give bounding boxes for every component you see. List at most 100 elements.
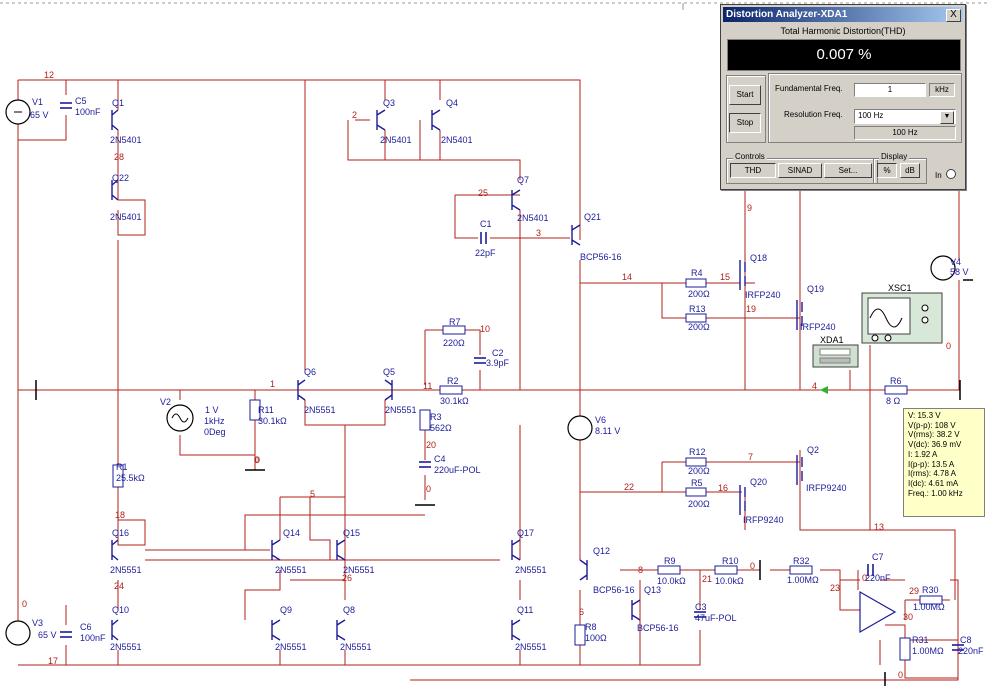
v3-value: 65 V (38, 630, 57, 640)
net-label: 0 (946, 341, 951, 351)
q11-model: 2N5551 (515, 642, 547, 652)
r10-name: R10 (722, 556, 739, 566)
net-label: 9 (747, 203, 752, 213)
c7-name: C7 (872, 552, 884, 562)
r9-name: R9 (664, 556, 676, 566)
percent-display-button[interactable]: % (877, 163, 897, 178)
net-label: 0 (22, 599, 27, 609)
distortion-analyzer-window[interactable]: Distortion Analyzer-XDA1 X Total Harmoni… (720, 4, 966, 190)
v4-source-symbol[interactable] (930, 255, 956, 281)
resolution-freq-value: 100 Hz (858, 111, 884, 120)
net-label: 0 (898, 670, 903, 680)
r7-body[interactable] (442, 325, 466, 335)
net-label: 12 (44, 70, 54, 80)
r1-body[interactable] (112, 464, 124, 488)
r6-body[interactable] (884, 385, 908, 395)
r30-body[interactable] (919, 595, 943, 605)
distortion-analyzer-xda1-icon[interactable] (812, 344, 859, 368)
q5-model: 2N5551 (385, 405, 417, 415)
net-label: 4 (812, 381, 817, 391)
q19-name: Q19 (807, 284, 824, 294)
r12-value: 200Ω (688, 466, 710, 476)
r9-value: 10.0kΩ (657, 576, 686, 586)
fundamental-freq-input[interactable]: 1 (854, 83, 926, 97)
oscilloscope-xsc1[interactable] (861, 292, 943, 344)
q1-model: 2N5401 (110, 135, 142, 145)
run-group (726, 75, 766, 143)
chevron-down-icon[interactable]: ▼ (940, 111, 954, 124)
c2-value: 3.9pF (486, 358, 510, 368)
q7-model: 2N5401 (517, 213, 549, 223)
window-title-bar[interactable]: Distortion Analyzer-XDA1 (723, 7, 963, 22)
c8-name: C8 (960, 635, 972, 645)
xda1-name: XDA1 (820, 335, 844, 345)
probe-line: I: 1.92 A (908, 449, 938, 459)
opamp-symbol[interactable] (859, 590, 897, 634)
transistors (111, 109, 803, 641)
net-label: 24 (114, 581, 124, 591)
net-label: 5 (310, 489, 315, 499)
r11-body[interactable] (249, 399, 261, 421)
r31-body[interactable] (899, 637, 911, 661)
q9-model: 2N5551 (275, 642, 307, 652)
v3-source-symbol[interactable] (5, 620, 31, 646)
r5-body[interactable] (685, 487, 707, 497)
q15-name: Q15 (343, 528, 360, 538)
net-label: 28 (114, 152, 124, 162)
net-label: 1 (270, 379, 275, 389)
stop-button[interactable]: Stop (729, 113, 761, 133)
r10-body[interactable] (714, 565, 738, 575)
net-label: 15 (720, 272, 730, 282)
db-display-button[interactable]: dB (900, 163, 920, 178)
r8-body[interactable] (574, 624, 586, 646)
r2-body[interactable] (439, 385, 463, 395)
input-terminal-icon[interactable] (946, 169, 956, 179)
set-button[interactable]: Set... (824, 163, 872, 178)
v4-value: 58 V (950, 267, 969, 277)
sinad-mode-button[interactable]: SINAD (778, 163, 822, 178)
q2-name: Q2 (807, 445, 819, 455)
q17-name: Q17 (517, 528, 534, 538)
q7-name: Q7 (517, 175, 529, 185)
r9-body[interactable] (657, 565, 681, 575)
net-labels: 12 2 28 25 3 14 15 19 9 10 1 11 4 0 20 5… (22, 70, 951, 680)
c4-value: 220uF-POL (434, 465, 481, 475)
q15-model: 2N5551 (343, 565, 375, 575)
v2-name: V2 (160, 397, 171, 407)
r30-value: 1.00MΩ (913, 602, 945, 612)
r32-body[interactable] (789, 565, 813, 575)
close-button[interactable]: X (946, 9, 961, 22)
r13-body[interactable] (685, 313, 707, 323)
net-label: 14 (622, 272, 632, 282)
net-label: 23 (830, 583, 840, 593)
v3-name: V3 (32, 618, 43, 628)
r5-value: 200Ω (688, 499, 710, 509)
thd-mode-button[interactable]: THD (730, 163, 776, 178)
r3-body[interactable] (419, 409, 431, 431)
r4-value: 200Ω (688, 289, 710, 299)
q6-model: 2N5551 (304, 405, 336, 415)
v6-source-symbol[interactable] (567, 415, 593, 441)
net-label: 11 (423, 381, 432, 391)
resolution-freq-select[interactable]: 100 Hz ▼ (854, 109, 956, 124)
q2-model: IRFP9240 (806, 483, 847, 493)
r4-body[interactable] (685, 278, 707, 288)
c6-value: 100nF (80, 633, 106, 643)
q10-name: Q10 (112, 605, 129, 615)
r12-body[interactable] (685, 457, 707, 467)
display-group-label: Display (879, 152, 910, 161)
q6-name: Q6 (304, 367, 316, 377)
net-label: 8 (638, 565, 643, 575)
q14-model: 2N5551 (275, 565, 307, 575)
r8-value: 100Ω (585, 633, 607, 643)
probe-line: I(p-p): 13.5 A (908, 459, 955, 469)
q18-model: IRFP240 (745, 290, 781, 300)
fundamental-freq-unit[interactable]: kHz (929, 83, 955, 97)
v4-name: V4 (950, 257, 961, 267)
r30-name: R30 (922, 585, 939, 595)
probe-arrow-icon (820, 386, 828, 394)
v1-value: 65 V (30, 110, 49, 120)
c8-value: 220nF (958, 646, 984, 656)
start-button[interactable]: Start (729, 85, 761, 105)
